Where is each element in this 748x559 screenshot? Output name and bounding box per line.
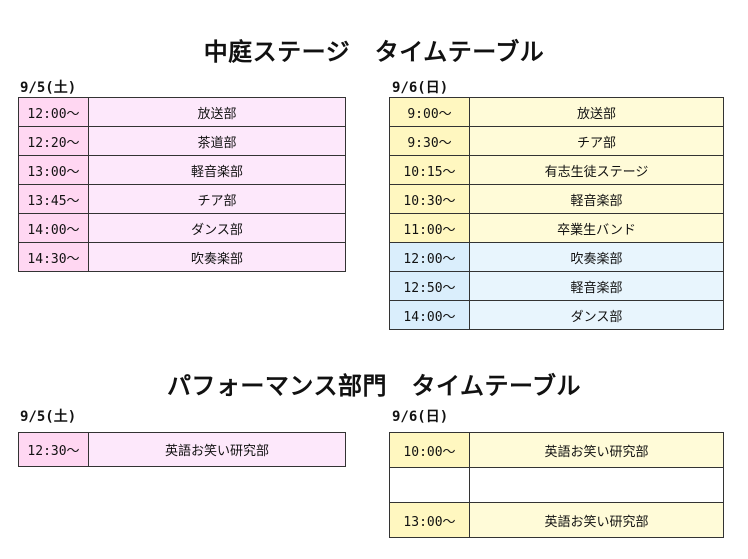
event-cell: ダンス部 xyxy=(469,300,724,330)
time-cell: 10:00～ xyxy=(389,432,470,468)
stage-day2-table: 9:00～ 放送部 9:30～ チア部 10:15～ 有志生徒ステージ 10:3… xyxy=(389,97,724,330)
event-cell: 軽音楽部 xyxy=(469,271,724,301)
event-cell: 吹奏楽部 xyxy=(88,242,346,272)
table-row: 12:30～ 英語お笑い研究部 xyxy=(18,432,346,467)
event-cell: 茶道部 xyxy=(88,126,346,156)
performance-day1-table: 12:30～ 英語お笑い研究部 xyxy=(18,432,346,467)
time-cell: 12:00～ xyxy=(389,242,470,272)
time-cell: 10:30～ xyxy=(389,184,470,214)
time-cell: 12:00～ xyxy=(18,97,89,127)
table-row: 12:00～ 吹奏楽部 xyxy=(389,242,724,272)
event-cell: ダンス部 xyxy=(88,213,346,243)
time-cell xyxy=(389,467,470,503)
time-cell: 14:00～ xyxy=(18,213,89,243)
table-row: 13:45～ チア部 xyxy=(18,184,346,214)
table-row xyxy=(389,467,724,503)
table-row: 10:00～ 英語お笑い研究部 xyxy=(389,432,724,468)
table-row: 14:00～ ダンス部 xyxy=(18,213,346,243)
table-row: 11:00～ 卒業生バンド xyxy=(389,213,724,243)
time-cell: 10:15～ xyxy=(389,155,470,185)
table-row: 13:00～ 軽音楽部 xyxy=(18,155,346,185)
event-cell: 英語お笑い研究部 xyxy=(469,502,724,538)
event-cell: 放送部 xyxy=(469,97,724,127)
time-cell: 12:20～ xyxy=(18,126,89,156)
event-cell: 放送部 xyxy=(88,97,346,127)
table-row: 9:00～ 放送部 xyxy=(389,97,724,127)
event-cell: チア部 xyxy=(469,126,724,156)
event-cell: 軽音楽部 xyxy=(88,155,346,185)
time-cell: 13:45～ xyxy=(18,184,89,214)
table-row: 12:50～ 軽音楽部 xyxy=(389,271,724,301)
time-cell: 14:30～ xyxy=(18,242,89,272)
time-cell: 13:00～ xyxy=(389,502,470,538)
event-cell: 有志生徒ステージ xyxy=(469,155,724,185)
time-cell: 9:30～ xyxy=(389,126,470,156)
event-cell: 吹奏楽部 xyxy=(469,242,724,272)
table-row: 10:30～ 軽音楽部 xyxy=(389,184,724,214)
table-row: 12:00～ 放送部 xyxy=(18,97,346,127)
stage-timetable-title: 中庭ステージ タイムテーブル xyxy=(203,38,545,66)
event-cell: チア部 xyxy=(88,184,346,214)
event-cell xyxy=(469,467,724,503)
event-cell: 軽音楽部 xyxy=(469,184,724,214)
time-cell: 12:30～ xyxy=(18,432,89,467)
performance-day2-label: 9/6(日) xyxy=(392,409,449,425)
performance-day1-label: 9/5(土) xyxy=(20,409,77,425)
stage-day2-label: 9/6(日) xyxy=(392,80,449,96)
time-cell: 9:00～ xyxy=(389,97,470,127)
stage-day1-label: 9/5(土) xyxy=(20,80,77,96)
performance-timetable-title: パフォーマンス部門 タイムテーブル xyxy=(166,372,582,400)
table-row: 14:00～ ダンス部 xyxy=(389,300,724,330)
time-cell: 11:00～ xyxy=(389,213,470,243)
table-row: 12:20～ 茶道部 xyxy=(18,126,346,156)
stage-day1-table: 12:00～ 放送部 12:20～ 茶道部 13:00～ 軽音楽部 13:45～… xyxy=(18,97,346,272)
time-cell: 13:00～ xyxy=(18,155,89,185)
table-row: 10:15～ 有志生徒ステージ xyxy=(389,155,724,185)
table-row: 13:00～ 英語お笑い研究部 xyxy=(389,502,724,538)
event-cell: 英語お笑い研究部 xyxy=(469,432,724,468)
time-cell: 12:50～ xyxy=(389,271,470,301)
performance-day2-table: 10:00～ 英語お笑い研究部 13:00～ 英語お笑い研究部 xyxy=(389,432,724,538)
table-row: 14:30～ 吹奏楽部 xyxy=(18,242,346,272)
event-cell: 英語お笑い研究部 xyxy=(88,432,346,467)
table-row: 9:30～ チア部 xyxy=(389,126,724,156)
event-cell: 卒業生バンド xyxy=(469,213,724,243)
time-cell: 14:00～ xyxy=(389,300,470,330)
